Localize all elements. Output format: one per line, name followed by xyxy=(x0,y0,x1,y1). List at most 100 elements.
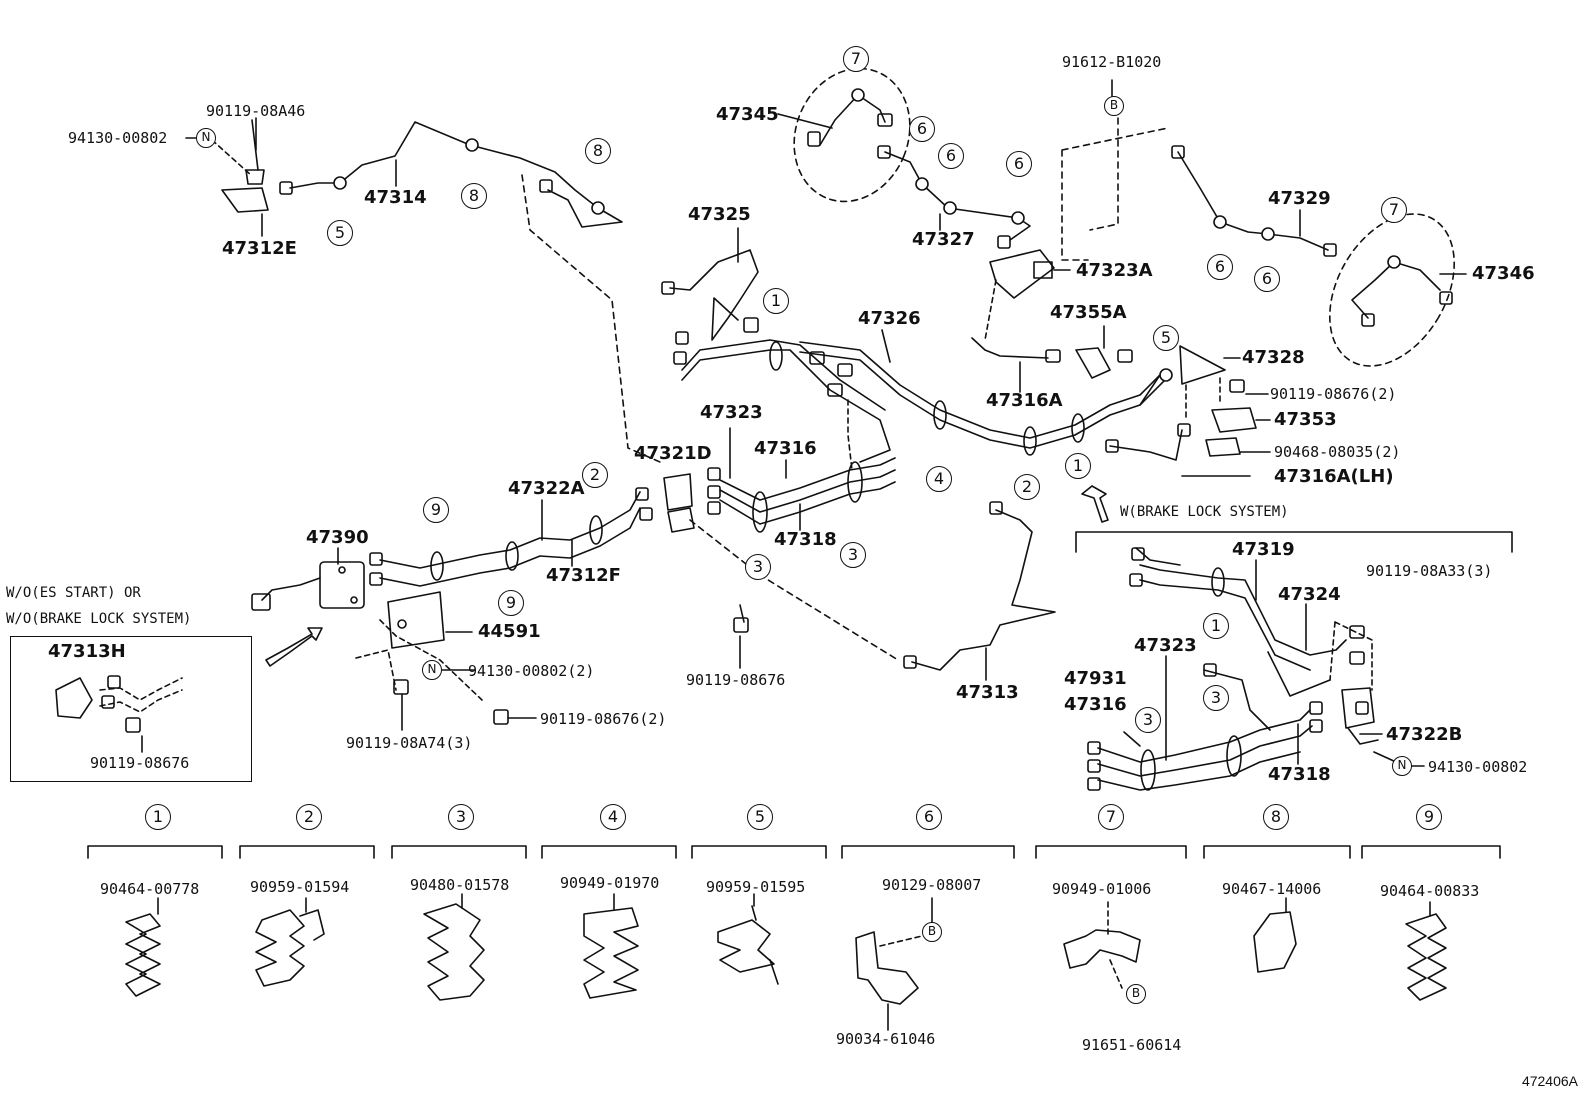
legend-7-callout: 7 xyxy=(1098,804,1124,830)
callout-5-a: 5 xyxy=(327,220,353,246)
legend-8-callout: 8 xyxy=(1263,804,1289,830)
label-44591: 44591 xyxy=(478,621,541,642)
callout-2-a: 2 xyxy=(1014,474,1040,500)
label-47322b: 47322B xyxy=(1386,724,1463,745)
legend-4-part: 90949-01970 xyxy=(560,874,660,892)
legend-4-callout: 4 xyxy=(600,804,626,830)
label-90468-08035-2: 90468-08035(2) xyxy=(1274,443,1401,461)
label-47324: 47324 xyxy=(1278,584,1341,605)
arrow-wo xyxy=(265,627,323,667)
marker-b-top: B xyxy=(1104,96,1124,116)
callout-6-b: 6 xyxy=(938,143,964,169)
label-47390: 47390 xyxy=(306,527,369,548)
label-94130-00802-2: 94130-00802(2) xyxy=(468,662,595,680)
label-47329: 47329 xyxy=(1268,188,1331,209)
note-wo-es-start: W/O(ES START) OR xyxy=(6,585,141,601)
label-47328: 47328 xyxy=(1242,347,1305,368)
label-94130-00802-topleft: 94130-00802 xyxy=(68,129,168,147)
legend-2-part: 90959-01594 xyxy=(250,878,350,896)
label-47318-center: 47318 xyxy=(774,529,837,550)
legend-1-callout: 1 xyxy=(145,804,171,830)
legend-brackets xyxy=(87,845,1501,859)
callout-8-b: 8 xyxy=(585,138,611,164)
label-90119-08676-center: 90119-08676 xyxy=(686,671,786,689)
legend-2-callout: 2 xyxy=(296,804,322,830)
callout-6-a: 6 xyxy=(909,116,935,142)
callout-4-a: 4 xyxy=(926,466,952,492)
label-47316a-lh: 47316A(LH) xyxy=(1274,466,1394,487)
label-47312e: 47312E xyxy=(222,238,297,259)
marker-n-lower: N xyxy=(1392,756,1412,776)
label-94130-00802-lower: 94130-00802 xyxy=(1428,758,1528,776)
label-47318-lower: 47318 xyxy=(1268,764,1331,785)
label-47322a: 47322A xyxy=(508,478,585,499)
legend-3-part: 90480-01578 xyxy=(410,876,510,894)
callout-3-c: 3 xyxy=(1135,707,1161,733)
legend-9-part: 90464-00833 xyxy=(1380,882,1480,900)
legend-8-part: 90467-14006 xyxy=(1222,880,1322,898)
lower-right-bundle xyxy=(1087,547,1379,791)
marker-n-topleft: N xyxy=(196,128,216,148)
legend-6-part: 90129-08007 xyxy=(882,876,982,894)
inset-47313h xyxy=(55,675,183,733)
callout-6-d: 6 xyxy=(1207,254,1233,280)
junction-47390 xyxy=(251,561,483,701)
legend-7-sub-part: 91651-60614 xyxy=(1082,1036,1182,1054)
callout-9-b: 9 xyxy=(498,590,524,616)
label-47323a: 47323A xyxy=(1076,260,1153,281)
callout-1-c: 1 xyxy=(1203,613,1229,639)
label-90119-08676-2-right: 90119-08676(2) xyxy=(1270,385,1397,403)
legend-6-callout: 6 xyxy=(916,804,942,830)
callout-3-d: 3 xyxy=(1203,685,1229,711)
bracket-47312e xyxy=(211,119,269,213)
label-47326: 47326 xyxy=(858,308,921,329)
label-47312f: 47312F xyxy=(546,565,621,586)
junction-47323a xyxy=(984,249,1055,341)
bracket-47328 xyxy=(1105,345,1257,461)
legend-1-part: 90464-00778 xyxy=(100,880,200,898)
junction-47321d xyxy=(663,473,899,661)
label-47345: 47345 xyxy=(716,104,779,125)
label-90119-08a46: 90119-08A46 xyxy=(206,102,306,120)
tube-47322a xyxy=(369,487,653,587)
tube-47329 xyxy=(1171,145,1337,257)
callout-9-a: 9 xyxy=(423,497,449,523)
inset-box-wo xyxy=(10,636,252,782)
legend-7-part: 90949-01006 xyxy=(1052,880,1152,898)
tube-47325 xyxy=(661,249,759,341)
callout-8-a: 8 xyxy=(461,183,487,209)
bracket-44591 xyxy=(387,591,509,725)
marker-n-center: N xyxy=(422,660,442,680)
label-47346: 47346 xyxy=(1472,263,1535,284)
note-wo-brake-lock: W/O(BRAKE LOCK SYSTEM) xyxy=(6,611,192,627)
label-47313h: 47313H xyxy=(48,641,126,662)
legend-5-part: 90959-01595 xyxy=(706,878,806,896)
label-47325: 47325 xyxy=(688,204,751,225)
label-47316-lower: 47316 xyxy=(1064,694,1127,715)
callout-3-a: 3 xyxy=(745,554,771,580)
label-47314: 47314 xyxy=(364,187,427,208)
legend-clips xyxy=(125,901,1447,1005)
label-47316a: 47316A xyxy=(986,390,1063,411)
tube-47345-47327 xyxy=(793,67,1031,249)
arrow-w-brake xyxy=(1081,485,1109,523)
w-brake-bracket xyxy=(1075,531,1513,553)
legend-9-callout: 9 xyxy=(1416,804,1442,830)
label-47316-center: 47316 xyxy=(754,438,817,459)
callout-6-c: 6 xyxy=(1006,151,1032,177)
label-90119-08a74-3: 90119-08A74(3) xyxy=(346,734,473,752)
marker-b-legend-6: B xyxy=(922,922,942,942)
label-90119-08676-2-left: 90119-08676(2) xyxy=(540,710,667,728)
callout-6-e: 6 xyxy=(1254,266,1280,292)
leaders xyxy=(141,79,1467,1031)
label-47323-lower: 47323 xyxy=(1134,635,1197,656)
legend-6-sub-part: 90034-61046 xyxy=(836,1030,936,1048)
main-tube-bundle xyxy=(673,331,1173,533)
label-47323-center: 47323 xyxy=(700,402,763,423)
tube-47314 xyxy=(279,121,623,228)
tube-47346 xyxy=(1329,213,1455,367)
label-47321d: 47321D xyxy=(634,443,712,464)
tube-47316a xyxy=(971,337,1133,379)
